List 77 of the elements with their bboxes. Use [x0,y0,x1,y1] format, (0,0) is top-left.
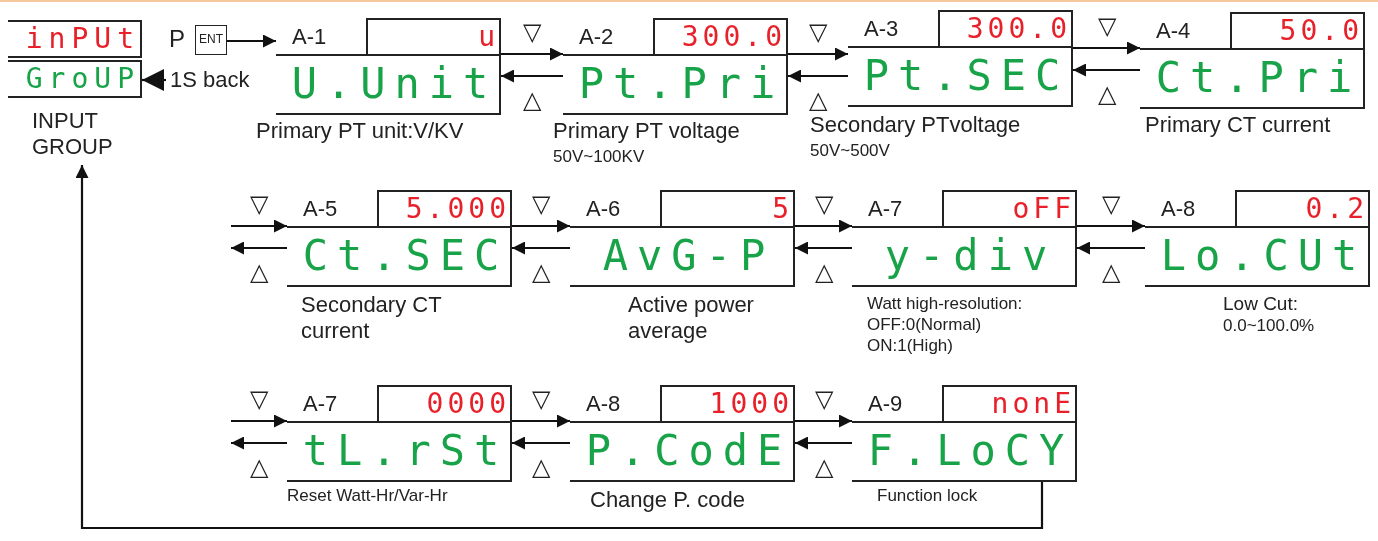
lcd-screen: Ct.SEC [287,226,512,287]
parameter-code: A-6 [586,196,621,222]
value-display: 5.000 [377,190,512,228]
node-label: Low Cut: [1223,293,1299,315]
arrow [1077,219,1145,233]
arrow [501,47,563,61]
arrow [512,219,570,233]
arrow [1077,241,1145,255]
arrow [512,241,570,255]
node-label: INPUT GROUP [32,108,114,160]
node-label: Secondary CT current [301,292,443,344]
lcd-screen: Lo.CUt [1145,226,1370,287]
node-label: Reset Watt-Hr/Var-Hr [287,485,449,506]
lcd-screen: Pt.SEC [848,46,1073,107]
lcd-screen: y-div [852,226,1077,287]
lcd-screen: tL.rSt [287,421,512,482]
lcd-screen: Pt.Pri [563,54,788,115]
node-label: Watt high-resolution: [867,293,1024,314]
parameter-code: A-7 [868,196,903,222]
arrow [501,69,563,83]
arrow [231,219,287,233]
parameter-code: A-8 [586,391,621,417]
value-display: 300.0 [653,18,788,56]
arrow [512,436,570,450]
value-display: 50.0 [1230,12,1365,50]
node-label: Function lock [877,485,979,506]
node-label: ON:1(High) [867,335,954,356]
arrow [142,69,166,91]
lcd-screen: inPUt [8,20,142,58]
lcd-screen: P.CodE [570,421,795,482]
parameter-code: A-4 [1156,18,1191,44]
node-label: 0.0~100.0% [1223,315,1316,337]
parameter-code: A-7 [303,391,338,417]
lcd-screen: GroUP [8,60,142,98]
value-display: oFF [942,190,1077,228]
node-label: Change P. code [590,487,746,513]
value-display: u [366,18,501,56]
parameter-code: A-1 [292,24,327,50]
ent-key: ENT [195,25,227,55]
arrow [795,241,852,255]
lcd-screen: AvG-P [570,226,795,287]
arrow [795,414,852,428]
arrow [75,165,1044,530]
arrow [231,414,287,428]
node-label: Primary CT current [1145,112,1332,138]
value-display: 300.0 [938,10,1073,48]
node-label: Primary PT voltage [553,118,741,144]
node-label: Primary PT unit:V/KV [256,118,465,144]
value-display: 5 [660,190,795,228]
lcd-screen: U.Unit [276,54,501,115]
node-label: 50V~500V [810,140,891,161]
arrow [227,34,276,48]
arrow [795,219,852,233]
arrow [1073,63,1140,77]
parameter-code: A-8 [1161,196,1196,222]
arrow [231,241,287,255]
node-label: Secondary PTvoltage [810,112,1022,138]
arrow [512,414,570,428]
arrow [788,47,848,61]
value-display: 0.2 [1235,190,1370,228]
arrow [1073,41,1140,55]
node-label: 50V~100KV [553,146,646,167]
arrow [788,69,848,83]
key-label: P [169,26,185,52]
value-display: 0000 [377,385,512,423]
lcd-screen: Ct.Pri [1140,48,1365,109]
lcd-screen: F.LoCY [852,421,1077,482]
parameter-code: A-9 [868,391,903,417]
value-display: nonE [942,385,1077,423]
value-display: 1000 [660,385,795,423]
node-label: Active power average [628,292,755,344]
parameter-code: A-2 [579,24,614,50]
arrow [795,436,852,450]
parameter-code: A-5 [303,196,338,222]
parameter-code: A-3 [864,16,899,42]
node-label: OFF:0(Normal) [867,314,983,335]
arrow [231,436,287,450]
